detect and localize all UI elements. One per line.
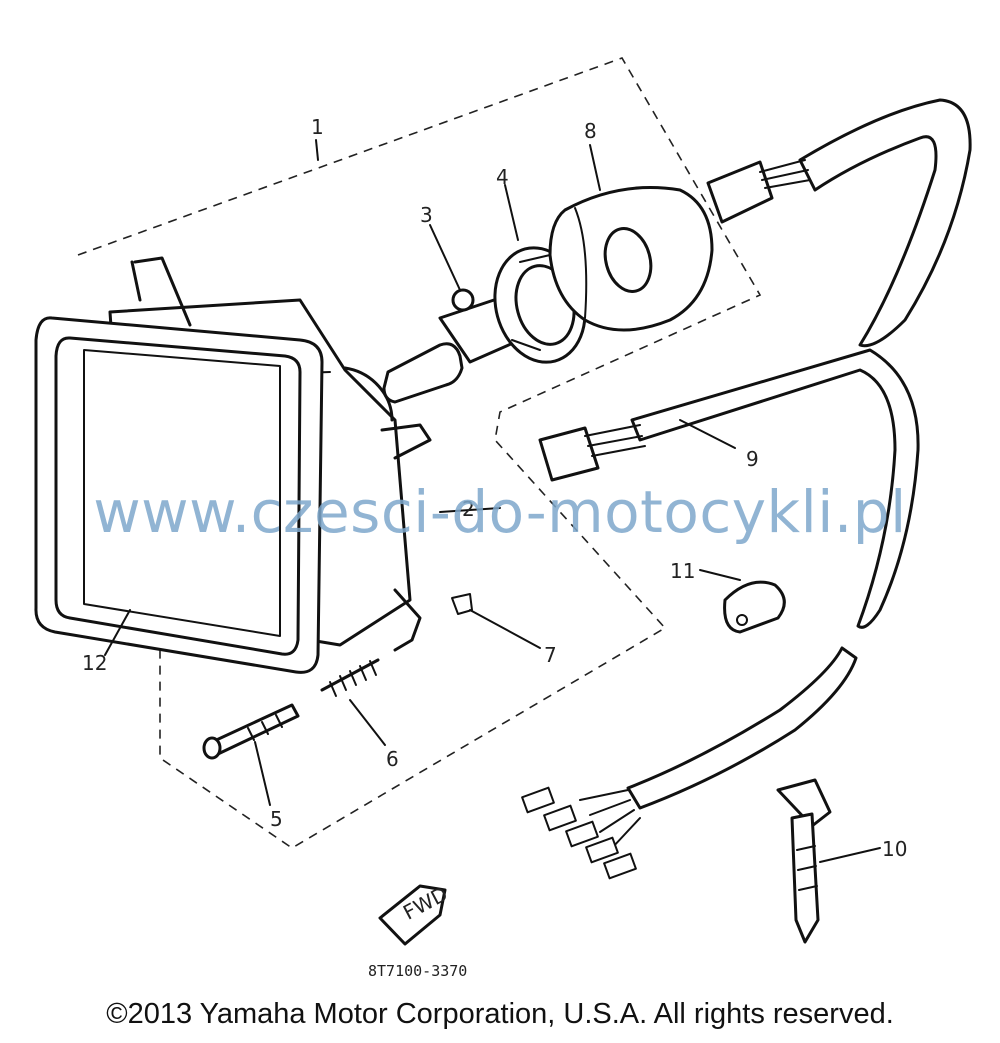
callout-4: 4 [496,165,509,189]
rubber-cover [548,186,714,332]
fwd-arrow: FWD [378,882,452,946]
callout-1: 1 [311,115,324,139]
callout-5: 5 [270,807,283,831]
cable-tie [776,778,832,944]
callout-2: 2 [462,497,475,521]
callout-10: 10 [882,837,907,861]
wire-clamp [723,580,786,634]
callout-6: 6 [386,747,399,771]
headlight-rim [34,316,324,674]
callout-7: 7 [544,643,557,667]
part-code: 8T7100-3370 [368,962,468,980]
assembly-outline [77,57,762,849]
callout-8: 8 [584,119,597,143]
watermark: www.czesci-do-motocykli.pl [93,478,907,546]
callout-12: 12 [82,651,107,675]
lower-wire [521,646,858,880]
retaining-clip [451,593,473,615]
wire-harness [538,98,972,629]
adjusting-screw [202,703,300,760]
copyright-notice: ©2013 Yamaha Motor Corporation, U.S.A. A… [106,998,894,1030]
callout-3: 3 [420,203,433,227]
leader-lines [104,139,881,863]
spring [320,658,380,697]
callout-11: 11 [670,559,695,583]
callout-9: 9 [746,447,759,471]
